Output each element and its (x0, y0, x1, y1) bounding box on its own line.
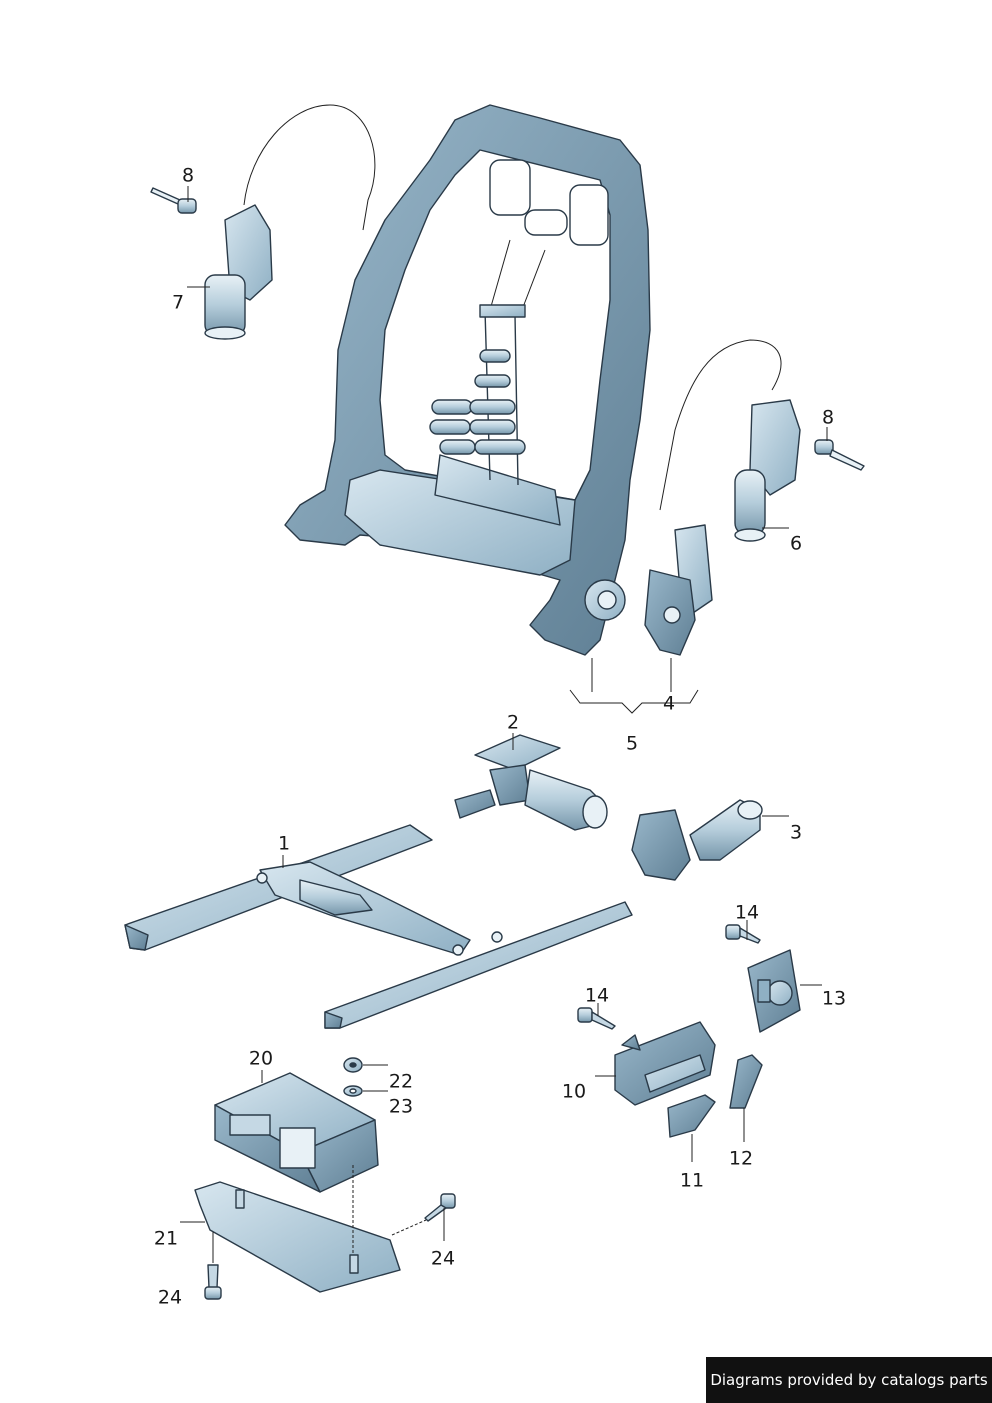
callout-14-lower: 14 (584, 984, 610, 1007)
callout-13: 13 (821, 987, 847, 1010)
screw-14b (577, 1007, 616, 1030)
attribution-text: Diagrams provided by catalogs parts (710, 1371, 988, 1389)
callout-24-left: 24 (157, 1286, 183, 1309)
screw-14a (725, 924, 761, 944)
backrest-gear-motor (644, 524, 713, 656)
tilt-adjust-motor (631, 799, 763, 881)
rivet-left (150, 187, 197, 214)
callout-1: 1 (277, 832, 291, 855)
callout-4: 4 (662, 692, 676, 715)
control-unit (214, 1072, 379, 1193)
height-adjust-motor (454, 734, 608, 831)
callout-22: 22 (388, 1070, 414, 1093)
screw-24a (204, 1264, 222, 1300)
lumbar-motor-right (659, 339, 801, 542)
callout-2: 2 (506, 711, 520, 734)
attribution-banner: Diagrams provided by catalogs parts (706, 1357, 992, 1403)
callout-11: 11 (679, 1169, 705, 1192)
switch-knob-11 (667, 1094, 716, 1138)
lumbar-support (429, 239, 546, 486)
mounting-bracket (194, 1181, 401, 1293)
callout-8-left: 8 (181, 164, 195, 187)
washer-23 (343, 1085, 363, 1097)
nut-22 (343, 1057, 363, 1073)
seat-rails (124, 824, 633, 1029)
switch-housing (747, 949, 801, 1033)
seat-switch (614, 1021, 716, 1106)
screw-24b (424, 1193, 456, 1222)
leader-lines (180, 186, 828, 1263)
callout-6: 6 (789, 532, 803, 555)
rivet-right (814, 439, 865, 471)
callout-8-right: 8 (821, 406, 835, 429)
callout-20: 20 (248, 1047, 274, 1070)
backrest-frame (284, 104, 651, 656)
lumbar-motor-left (204, 104, 376, 340)
callout-21: 21 (153, 1227, 179, 1250)
callout-23: 23 (388, 1095, 414, 1118)
callout-14-upper: 14 (734, 901, 760, 924)
callout-12: 12 (728, 1147, 754, 1170)
callout-7: 7 (171, 291, 185, 314)
callout-24-right: 24 (430, 1247, 456, 1270)
callout-3: 3 (789, 821, 803, 844)
callout-5: 5 (625, 732, 639, 755)
callout-10: 10 (561, 1080, 587, 1103)
switch-knob-12 (729, 1054, 763, 1109)
